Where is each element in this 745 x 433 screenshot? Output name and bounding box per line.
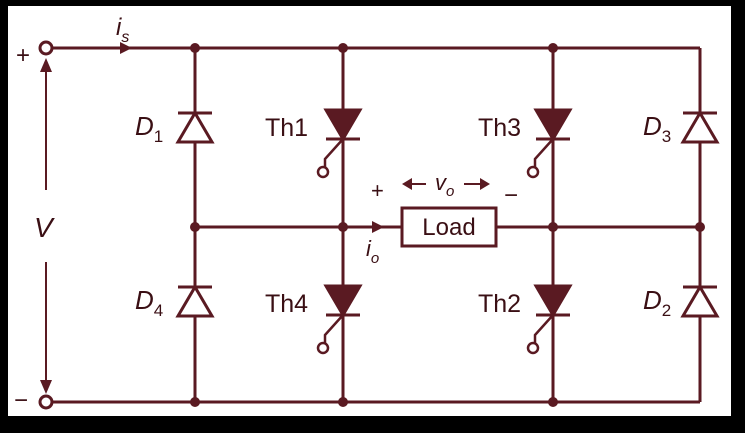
gate-terminal-th1 [316,165,330,179]
diode-d4-label: D4 [135,285,163,320]
load-voltage-label: vo [435,170,454,200]
thyristor-th4-symbol [323,284,363,318]
junction-dot [338,43,348,53]
gate-lead-th2 [533,314,554,343]
gate-terminal-th2 [526,341,540,355]
load-plus-sign: + [371,178,384,203]
gate-lead-th3 [533,138,554,167]
diode-symbols [175,110,720,318]
load-label: Load [422,214,475,241]
diode-d2-label: D2 [643,285,671,320]
diode-d3-symbol [680,110,720,144]
positive-sign: + [16,42,30,69]
diagram-panel [8,6,731,416]
thyristor-th3-label: Th3 [478,114,521,142]
source-current-arrow [120,42,132,54]
junction-dot [190,397,200,407]
thyristor-symbols [323,108,573,318]
junction-dot [548,222,558,232]
gate-terminal-th3 [526,165,540,179]
load-current-label: io [366,236,379,267]
junction-dot [548,43,558,53]
thyristor-th1-label: Th1 [265,114,308,142]
gate-terminals [316,165,540,355]
source-current-label: is [116,14,129,46]
thyristor-th4-label: Th4 [265,290,308,318]
arrowheads [40,42,490,394]
thyristor-th2-label: Th2 [478,290,521,318]
junctions [190,43,705,407]
positive-terminal [38,40,54,56]
supply-voltage-label: V [34,212,55,243]
gate-lead-th4 [323,314,344,343]
supply-terminals [38,40,54,410]
vo-arrowhead-right [480,178,490,190]
load-minus-sign: − [504,182,518,209]
diode-d1-label: D1 [135,111,163,146]
junction-dot [548,397,558,407]
junction-dot [190,222,200,232]
thyristor-th3-symbol [533,108,573,142]
voltage-arrowhead-down [40,380,52,394]
negative-terminal [38,394,54,410]
diode-d4-symbol [175,284,215,318]
thyristor-th1-symbol [323,108,363,142]
load-box [400,206,498,248]
vo-arrowhead-left [402,178,412,190]
thyristor-th2-symbol [533,284,573,318]
junction-dot [695,222,705,232]
gate-terminal-th4 [316,341,330,355]
diode-d2-symbol [680,284,720,318]
diode-d3-label: D3 [643,111,671,146]
voltage-arrowhead-up [40,58,52,72]
load-current-arrow [372,221,384,233]
junction-dot [190,43,200,53]
gate-lead-th1 [323,138,344,167]
negative-sign: − [14,387,28,414]
junction-dot [338,222,348,232]
junction-dot [338,397,348,407]
diode-d1-symbol [175,110,215,144]
